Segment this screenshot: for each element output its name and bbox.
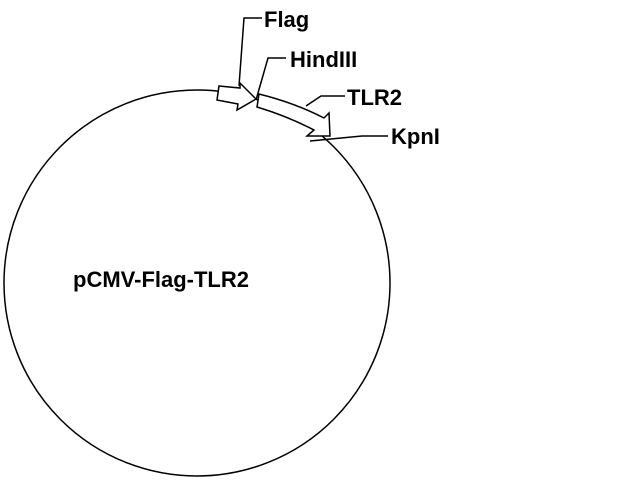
kpni-leader-line (309, 135, 388, 142)
hindiii-label: HindIII (290, 47, 357, 72)
tlr2-leader-line (305, 95, 345, 107)
tlr2-label: TLR2 (347, 85, 402, 110)
flag-label: Flag (264, 7, 309, 32)
plasmid-backbone-circle (3, 89, 391, 477)
flag-leader-line (238, 17, 262, 87)
tlr2-feature-arrow (256, 93, 331, 137)
kpni-label: KpnI (391, 124, 440, 149)
plasmid-name-label: pCMV-Flag-TLR2 (73, 267, 249, 292)
hindiii-leader-line (255, 57, 286, 101)
flag-feature-arrow (216, 81, 258, 112)
